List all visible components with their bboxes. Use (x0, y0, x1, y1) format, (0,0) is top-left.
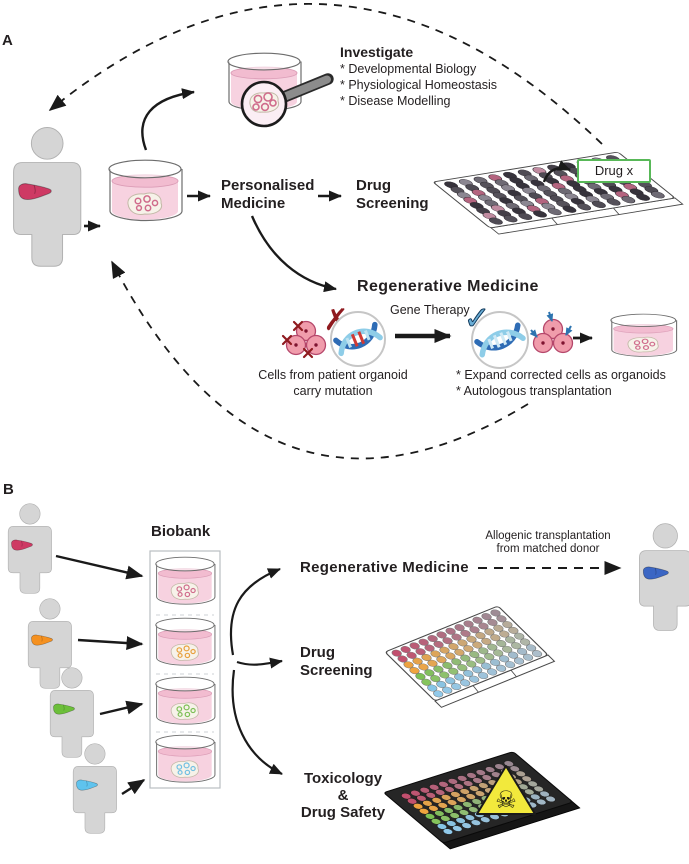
mutation-caption: Cells from patient organoid carry mutati… (258, 368, 408, 398)
corrected-organoid-dish-icon (610, 313, 678, 358)
regenerative-medicine-b-label: Regenerative Medicine (300, 559, 469, 576)
donor-4-icon (72, 743, 117, 834)
corrected-check-icon: ✓ (464, 299, 491, 337)
regenerative-medicine-a-label: Regenerative Medicine (357, 278, 539, 295)
arrow-biobank-to-toxicology (231, 669, 283, 775)
drug-x-box: Drug x (577, 159, 651, 183)
dna-corrected-icon (471, 311, 529, 369)
well (469, 675, 480, 683)
well (577, 203, 592, 211)
panel-b-label: B (3, 481, 14, 498)
biobank-title: Biobank (151, 523, 211, 540)
arrow-biobank-to-screening (236, 657, 283, 669)
donor-1-icon (7, 503, 52, 594)
well (621, 196, 636, 204)
allogenic-caption-2: from matched donor (496, 543, 600, 555)
gene-therapy-label: Gene Therapy (390, 303, 470, 317)
well (636, 193, 650, 201)
magnifier-icon (240, 73, 334, 128)
well (477, 672, 489, 680)
well (547, 208, 562, 216)
biobank-dish-2 (155, 617, 216, 666)
well (486, 668, 498, 676)
well (531, 650, 543, 658)
well-plate-screening-b-icon (385, 606, 556, 708)
corrected-caption-1: * Expand corrected cells as organoids (456, 368, 666, 382)
well (592, 200, 606, 208)
arrow-donor2-to-biobank (77, 636, 144, 651)
organoid-dish-icon (108, 159, 183, 222)
well (488, 217, 503, 225)
biobank-dish-4 (155, 734, 216, 783)
biobank-dish-3 (155, 676, 216, 725)
well (433, 690, 444, 698)
well (606, 198, 621, 206)
recipient-icon (639, 523, 689, 631)
investigate-item-3: * Disease Modelling (340, 94, 451, 108)
well-plate-toxicology-icon: ☠ (384, 751, 581, 850)
personalised-medicine-label: Personalised Medicine (221, 177, 315, 212)
well (480, 816, 491, 823)
mutated-cells-icon (281, 320, 327, 359)
well (442, 686, 453, 694)
investigate-item-1: * Developmental Biology (340, 62, 477, 76)
arrow-donor4-to-biobank (121, 778, 146, 796)
allogenic-caption-1: Allogenic transplantation (485, 530, 611, 542)
well (504, 661, 516, 669)
well (536, 798, 547, 805)
well (533, 210, 547, 218)
well (522, 653, 534, 661)
toxicology-label-1: Toxicology (303, 770, 383, 787)
biobank-dish-1 (155, 556, 216, 605)
well (461, 822, 472, 829)
investigate-title: Investigate (340, 44, 414, 60)
toxic-warning-icon: ☠ (476, 765, 536, 815)
well (460, 679, 471, 687)
drug-screening-a-label: Drug Screening (356, 177, 429, 212)
well (452, 825, 463, 832)
investigate-item-2: * Physiological Homeostasis (340, 78, 498, 92)
well (562, 205, 577, 213)
toxicology-label-2: & (337, 787, 349, 804)
arrow-biobank-to-regen (229, 567, 281, 656)
biobank-box (149, 550, 221, 789)
dish (610, 313, 678, 358)
corrected-caption-2: * Autologous transplantation (456, 384, 612, 398)
skull-icon: ☠ (495, 786, 517, 814)
arrow-plate-to-drugx (542, 160, 571, 183)
well (470, 819, 482, 826)
well (442, 828, 454, 835)
arrow-donor1-to-biobank (55, 554, 144, 580)
toxicology-label-3: Drug Safety (300, 804, 386, 821)
well (503, 215, 518, 223)
well (495, 664, 507, 672)
panel-a-label: A (2, 32, 13, 49)
edited-cells-icon (529, 311, 574, 354)
arrow-donor3-to-biobank (99, 700, 144, 716)
feedback-arc-bottom (111, 260, 529, 460)
dish (108, 159, 183, 222)
well (650, 191, 665, 199)
well (513, 657, 525, 665)
arrow-pm-to-regen (250, 215, 337, 293)
patient-icon (13, 127, 82, 267)
arrow-dish-to-investigate (141, 88, 195, 151)
investigate-dish-icon (227, 52, 334, 128)
well (451, 683, 462, 691)
well (518, 212, 533, 220)
dna-mutated-icon (330, 311, 386, 367)
drug-screening-b-label: Drug Screening (300, 644, 373, 679)
well (545, 795, 556, 803)
